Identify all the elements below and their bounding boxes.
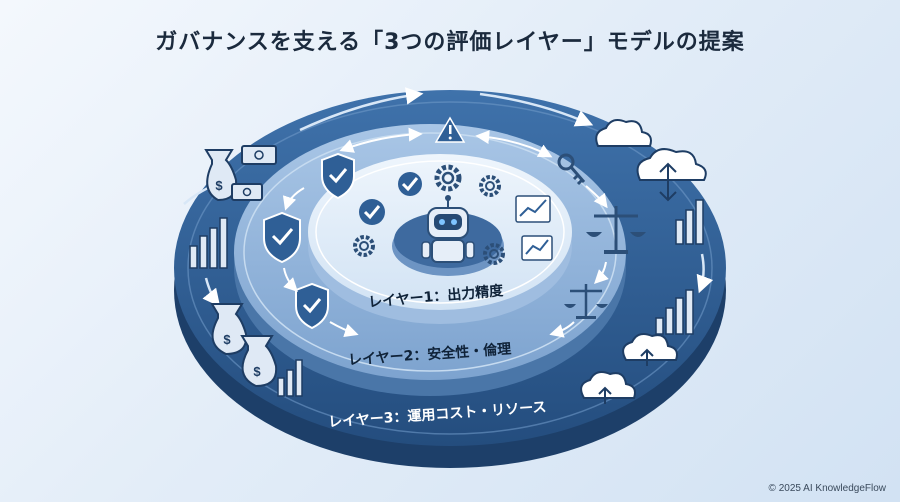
cloud-icon	[622, 333, 678, 366]
gear-icon	[434, 164, 462, 192]
shield-check-icon	[263, 211, 301, 264]
svg-text:$: $	[253, 364, 261, 379]
check-icon	[359, 199, 385, 225]
cycle-arrows-outer	[183, 87, 714, 307]
banknote-icon	[231, 183, 263, 201]
cloud-icon	[580, 371, 636, 404]
bar-chart-icon	[277, 359, 303, 397]
copyright-notice: © 2025 AI KnowledgeFlow	[768, 483, 886, 494]
gear-icon	[353, 235, 375, 257]
svg-text:$: $	[215, 178, 223, 193]
bar-chart-icon	[189, 217, 228, 269]
bar-chart-icon	[675, 199, 704, 245]
gear-icon	[479, 175, 501, 197]
gear-icon	[483, 243, 505, 265]
diagram-title: ガバナンスを支える「3つの評価レイヤー」モデルの提案	[155, 30, 745, 55]
check-icon	[398, 172, 422, 196]
money-bag-icon: $	[240, 335, 278, 388]
key-icon	[557, 153, 586, 186]
shield-check-icon	[321, 152, 355, 200]
cloud-icon	[595, 119, 652, 147]
svg-text:$: $	[223, 332, 231, 347]
warning-icon	[434, 116, 466, 143]
chart-icon	[515, 195, 551, 223]
cloud-icon	[636, 148, 707, 202]
robot-icon	[392, 195, 504, 276]
chart-icon	[521, 235, 553, 261]
shield-check-icon	[295, 282, 329, 330]
scales-icon	[564, 284, 608, 319]
bar-chart-icon	[655, 289, 694, 335]
banknote-icon	[241, 145, 277, 165]
scales-icon	[586, 206, 646, 254]
cycle-arrows	[282, 127, 609, 338]
